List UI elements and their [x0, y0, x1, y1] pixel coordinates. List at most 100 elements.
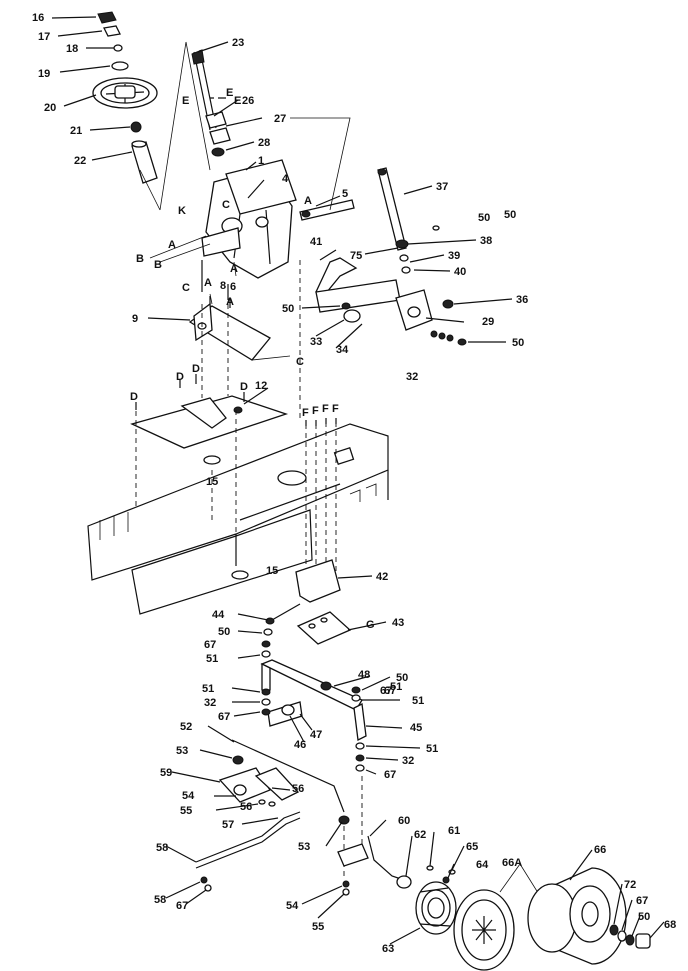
part-label: 60 — [398, 815, 410, 827]
support-bracket — [265, 422, 352, 645]
part-label: 62 — [414, 829, 426, 841]
part-label: 4 — [282, 173, 289, 185]
part-label: 39 — [448, 250, 460, 262]
part-label: 26 — [242, 95, 254, 107]
part-label: 67 — [204, 639, 216, 651]
part-label: 67 — [380, 685, 392, 697]
reference-arrows — [135, 97, 337, 426]
frame — [87, 423, 389, 615]
letter-label: B — [154, 259, 162, 271]
part-label: 72 — [624, 879, 636, 891]
part-label: 17 — [38, 31, 50, 43]
part-label: 75 — [350, 250, 362, 262]
part-label: 65 — [466, 841, 478, 853]
part-label: 66 — [594, 844, 606, 856]
part-label: 58 — [154, 894, 166, 906]
part-label: 48 — [358, 669, 370, 681]
part-label: 36 — [516, 294, 528, 306]
part-labels: 1 4 5 6 8 9 12 15 15 16 17 18 19 20 21 2… — [32, 12, 676, 955]
letter-label: F — [322, 403, 329, 415]
part-label: 51 — [202, 683, 214, 695]
leader-lines — [51, 16, 665, 945]
linkage-assembly — [195, 628, 405, 896]
part-label: 50 — [478, 212, 490, 224]
part-label: 55 — [312, 921, 324, 933]
letter-label: D — [240, 381, 248, 393]
part-label: 29 — [482, 316, 494, 328]
control-lever-assembly — [315, 167, 467, 346]
part-label: 27 — [274, 113, 286, 125]
part-label: 52 — [180, 721, 192, 733]
part-label: 51 — [426, 743, 438, 755]
part-label: 67 — [636, 895, 648, 907]
letter-label: E — [226, 87, 233, 99]
letter-label: A — [230, 263, 238, 275]
letter-label: F — [302, 407, 309, 419]
part-label: 59 — [160, 767, 172, 779]
part-label: 50 — [638, 911, 650, 923]
steering-wheel-assembly — [92, 11, 231, 211]
part-label: 22 — [74, 155, 86, 167]
letter-label: E — [234, 95, 241, 107]
part-label: 64 — [476, 859, 489, 871]
drive-assembly — [396, 863, 651, 971]
letter-labels: A A A A A B B C C C D D D D E E E F F F … — [130, 87, 375, 631]
part-label: 41 — [310, 236, 322, 248]
part-label: 38 — [480, 235, 492, 247]
part-label: 23 — [232, 37, 244, 49]
part-label: 5 — [342, 188, 348, 200]
part-label: 42 — [376, 571, 388, 583]
part-label: 53 — [298, 841, 310, 853]
part-label: 56 — [240, 801, 252, 813]
part-label: 16 — [32, 12, 44, 24]
part-label: 15 — [206, 476, 218, 488]
part-label: 58 — [156, 842, 168, 854]
part-label: 44 — [212, 609, 225, 621]
part-label: 1 — [258, 155, 264, 167]
part-label: 61 — [448, 825, 460, 837]
part-label: 32 — [204, 697, 216, 709]
part-label: 67 — [218, 711, 230, 723]
part-label: 50 — [512, 337, 524, 349]
part-label: 12 — [255, 380, 267, 392]
part-label: 67 — [384, 769, 396, 781]
part-label: 20 — [44, 102, 56, 114]
letter-label: D — [176, 371, 184, 383]
part-label: 51 — [206, 653, 218, 665]
part-label: 32 — [406, 371, 418, 383]
letter-label: A — [204, 277, 212, 289]
part-label: 68 — [664, 919, 676, 931]
part-label: 57 — [222, 819, 234, 831]
part-label: 9 — [132, 313, 138, 325]
part-label: 6 — [230, 281, 236, 293]
part-label: 55 — [180, 805, 192, 817]
letter-label: A — [226, 296, 234, 308]
letter-label: C — [296, 356, 304, 368]
part-label: 50 — [218, 626, 230, 638]
letter-label: G — [366, 619, 375, 631]
part-label: 51 — [412, 695, 424, 707]
letter-label: E — [182, 95, 189, 107]
part-label: 50 — [396, 672, 408, 684]
part-label: 33 — [310, 336, 322, 348]
part-label: 37 — [436, 181, 448, 193]
letter-label: D — [130, 391, 138, 403]
part-label: 53 — [176, 745, 188, 757]
part-label: 34 — [336, 344, 349, 356]
mount-brackets — [130, 260, 301, 550]
letter-label: B — [136, 253, 144, 265]
part-label: 50 — [504, 209, 516, 221]
letter-label: C — [222, 199, 230, 211]
letter-label: A — [304, 195, 312, 207]
part-label: 45 — [410, 722, 422, 734]
letter-label: C — [182, 282, 190, 294]
part-label: 67 — [176, 900, 188, 912]
part-label: 51 — [390, 681, 402, 693]
part-label: 40 — [454, 266, 466, 278]
part-label: 63 — [382, 943, 394, 955]
part-label: 43 — [392, 617, 404, 629]
part-label: 18 — [66, 43, 78, 55]
part-label: 46 — [294, 739, 306, 751]
part-label: 15 — [266, 565, 278, 577]
letter-label: D — [192, 363, 200, 375]
